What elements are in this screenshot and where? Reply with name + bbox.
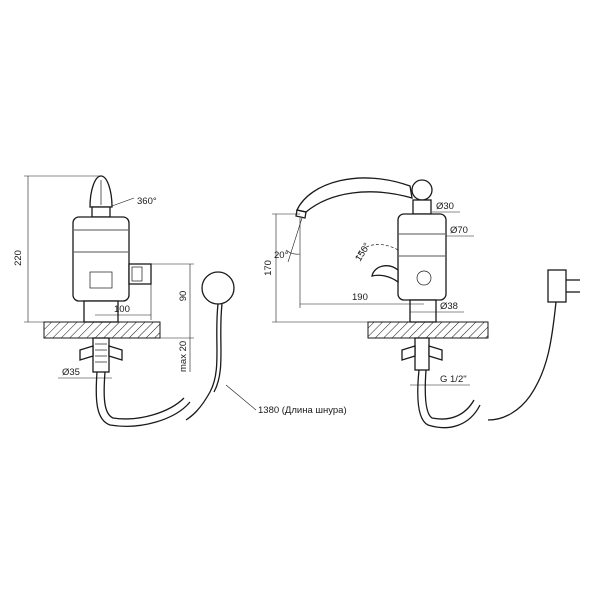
euro-plug: [547, 269, 567, 303]
dim-170-label: 170: [263, 260, 274, 276]
power-cord: [185, 303, 219, 421]
display-window: [89, 271, 113, 289]
spout: [296, 177, 413, 213]
knob-collar: [91, 206, 111, 218]
side-hose-outer: [417, 369, 481, 429]
dim-190-label: 190: [352, 292, 368, 303]
hose-inner: [103, 371, 185, 420]
dim-30-label: Ø30: [436, 201, 454, 212]
angle-20-incl: [287, 217, 303, 263]
countertop-section-right: [367, 321, 489, 339]
side-knob-collar: [412, 199, 432, 215]
side-hose-inner: [424, 369, 475, 420]
side-base-neck: [409, 299, 437, 323]
thread-label: G 1/2": [440, 374, 467, 385]
side-view: 170 20° 150° 190 Ø30 Ø70 Ø38 G 1/2": [263, 177, 580, 429]
side-outlet-inner: [131, 266, 143, 282]
angle-150-label: 150°: [353, 241, 373, 264]
dim-max20-label: max 20: [178, 341, 189, 372]
dim-38-label: Ø38: [440, 301, 458, 312]
cord-length-label: 1380 (Длина шнура): [258, 405, 347, 416]
side-power-cord: [487, 301, 557, 421]
side-shank: [414, 337, 430, 371]
dim-220-label: 220: [13, 250, 24, 266]
indicator-light: [416, 270, 432, 286]
power-cord-2: [213, 303, 223, 393]
side-outlet: [128, 263, 152, 285]
hose-outer: [95, 371, 191, 427]
dim-90-label: 90: [178, 291, 189, 302]
front-view: 220 360° 100 90 max 20 Ø35 1380 (Длина ш…: [13, 175, 347, 427]
dim-100-label: 100: [114, 304, 130, 315]
angle-20-arc: [285, 249, 301, 255]
shank: [92, 337, 110, 373]
dim-360-label: 360°: [137, 196, 157, 207]
dim-35-label: Ø35: [62, 367, 80, 378]
lever-arc: [355, 244, 399, 259]
side-heater-body: [397, 213, 447, 301]
side-wing-right: [428, 345, 443, 361]
angle-20-label: 20°: [274, 250, 289, 261]
wing-nut-left: [79, 345, 94, 361]
base-neck: [83, 300, 119, 323]
cord-leader: [225, 384, 257, 411]
dim-70-label: Ø70: [450, 225, 468, 236]
side-wing-left: [401, 345, 416, 361]
side-knob: [411, 179, 433, 201]
wing-nut-right: [108, 345, 123, 361]
plug-round: [201, 271, 235, 305]
countertop-section: [43, 321, 161, 339]
lever: [371, 265, 399, 284]
heater-body: [72, 216, 130, 302]
dim-360-leader: [111, 197, 135, 207]
